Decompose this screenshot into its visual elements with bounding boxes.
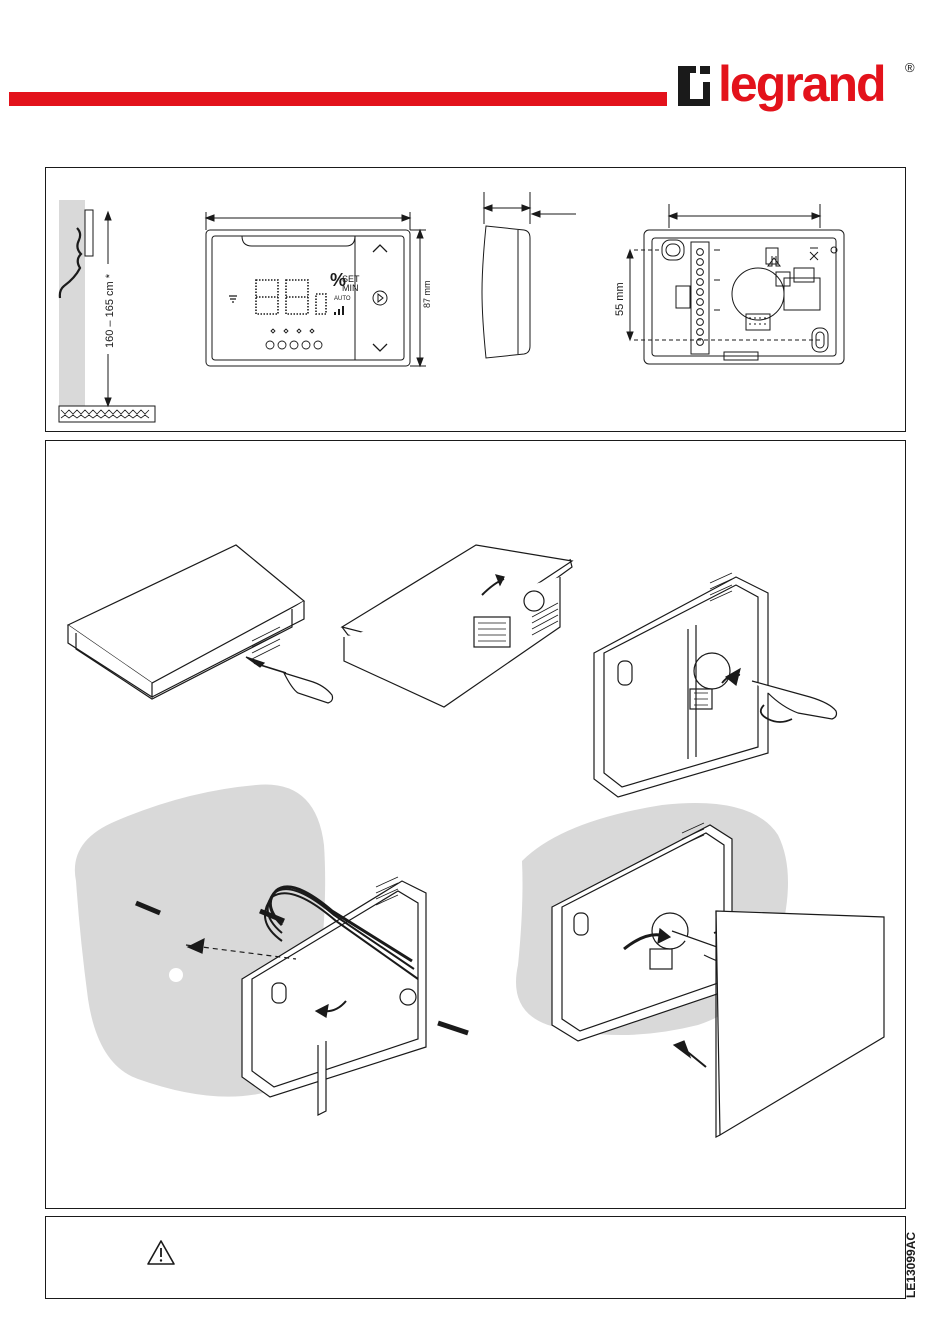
legrand-logo-mark bbox=[677, 58, 717, 116]
mounting-height-label: 160 – 165 cm * bbox=[104, 274, 116, 348]
dimensions-panel: 160 – 165 cm * 87 mm 55 mm % SET MIN AUT… bbox=[45, 167, 906, 432]
front-view-diagram bbox=[206, 212, 426, 366]
display-min-label: MIN bbox=[342, 284, 359, 293]
warning-panel bbox=[45, 1216, 906, 1299]
step-release-base bbox=[594, 573, 837, 797]
display-auto-label: AUTO bbox=[334, 295, 351, 304]
warning-triangle-icon bbox=[46, 1217, 905, 1298]
registered-mark: ® bbox=[905, 60, 915, 75]
dimension-drawings bbox=[46, 168, 905, 431]
installation-drawings bbox=[46, 441, 905, 1208]
step-attach-cover bbox=[516, 803, 884, 1137]
legrand-logo: legrand ® bbox=[677, 58, 917, 122]
side-view-diagram bbox=[482, 192, 576, 358]
logo-wordmark: legrand bbox=[718, 52, 885, 116]
document-reference: LE13099AC bbox=[904, 1232, 918, 1298]
installation-panel bbox=[45, 440, 906, 1209]
header-red-bar bbox=[9, 92, 667, 106]
hole-spacing-label: 55 mm bbox=[614, 282, 626, 316]
step-fix-to-wall bbox=[75, 785, 468, 1116]
height-dimension-label: 87 mm bbox=[422, 280, 432, 308]
back-view-diagram bbox=[627, 204, 844, 364]
step-lift-cover bbox=[342, 545, 572, 707]
step-open-case bbox=[68, 545, 333, 703]
